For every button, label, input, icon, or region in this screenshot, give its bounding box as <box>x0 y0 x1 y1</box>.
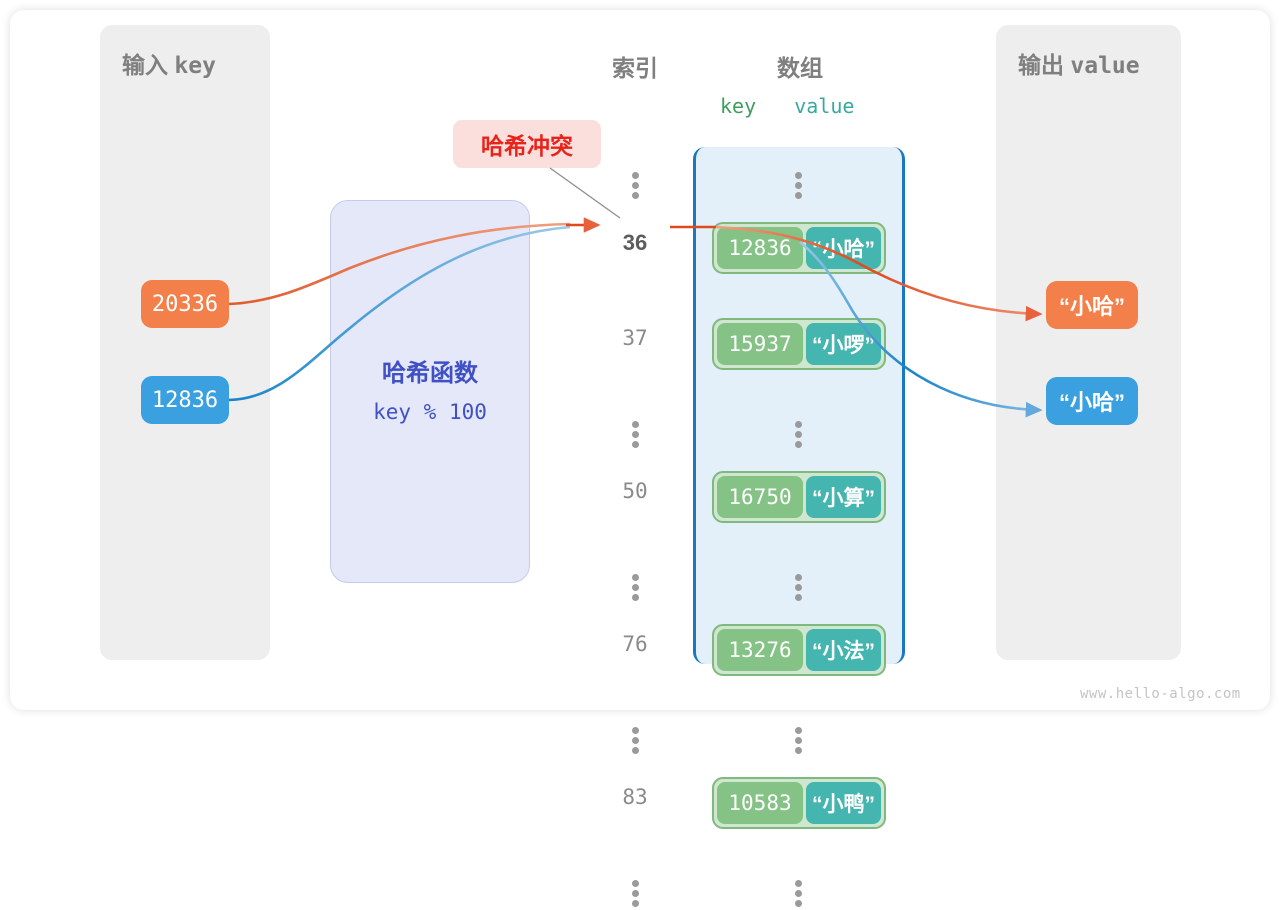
bucket-value: “小鸭” <box>806 782 881 824</box>
output-panel <box>996 25 1181 660</box>
input-title-mono: key <box>174 53 216 79</box>
bucket-key: 16750 <box>717 476 803 518</box>
array-ellipsis <box>763 169 833 202</box>
input-panel <box>100 25 270 660</box>
input-title-cn: 输入 <box>122 52 168 78</box>
index-label-76: 76 <box>622 632 648 656</box>
output-panel-title: 输出 value <box>1018 46 1140 80</box>
bucket-key: 10583 <box>717 782 803 824</box>
output-value-chip-1[interactable]: “小哈” <box>1046 377 1138 425</box>
value-header-label: value <box>794 94 855 118</box>
index-ellipsis <box>600 724 670 757</box>
bucket-value: “小啰” <box>806 323 881 365</box>
output-title-cn: 输出 <box>1018 52 1064 78</box>
index-label-37: 37 <box>622 326 648 350</box>
index-label-36: 36 <box>622 230 648 255</box>
key-header-label: key <box>720 94 757 118</box>
index-ellipsis <box>600 571 670 604</box>
bucket-value: “小哈” <box>806 227 881 269</box>
array-ellipsis <box>763 571 833 604</box>
watermark: www.hello-algo.com <box>1080 686 1241 702</box>
input-key-chip-1[interactable]: 12836 <box>141 376 229 424</box>
collision-annotation: 哈希冲突 <box>453 120 601 168</box>
index-ellipsis <box>600 877 670 910</box>
bucket-key: 12836 <box>717 227 803 269</box>
index-label-83: 83 <box>622 785 648 809</box>
bucket-row[interactable]: 10583“小鸭” <box>712 777 886 829</box>
hash-function-box <box>330 200 530 583</box>
index-label-50: 50 <box>622 479 648 503</box>
bucket-row[interactable]: 16750“小算” <box>712 471 886 523</box>
array-ellipsis <box>763 724 833 757</box>
array-ellipsis <box>763 418 833 451</box>
hash-function-title: 哈希函数 <box>382 360 478 387</box>
index-column-header: 索引 <box>612 55 658 81</box>
input-key-chip-0[interactable]: 20336 <box>141 280 229 328</box>
bucket-row[interactable]: 13276“小法” <box>712 624 886 676</box>
bucket-key: 15937 <box>717 323 803 365</box>
input-panel-title: 输入 key <box>122 46 216 80</box>
array-column-header: 数组 <box>777 55 823 81</box>
bucket-row[interactable]: 12836“小哈” <box>712 222 886 274</box>
index-ellipsis <box>600 418 670 451</box>
index-ellipsis <box>600 169 670 202</box>
bucket-row[interactable]: 15937“小啰” <box>712 318 886 370</box>
key-value-header: key value <box>720 94 854 118</box>
hash-function-formula: key % 100 <box>373 400 487 424</box>
diagram-canvas: 输入 key 输出 value 索引 数组 key value 哈希函数 key… <box>10 10 1270 907</box>
array-ellipsis <box>763 877 833 910</box>
output-value-chip-0[interactable]: “小哈” <box>1046 281 1138 329</box>
bucket-value: “小法” <box>806 629 881 671</box>
bucket-value: “小算” <box>806 476 881 518</box>
bucket-key: 13276 <box>717 629 803 671</box>
output-title-mono: value <box>1070 53 1140 79</box>
